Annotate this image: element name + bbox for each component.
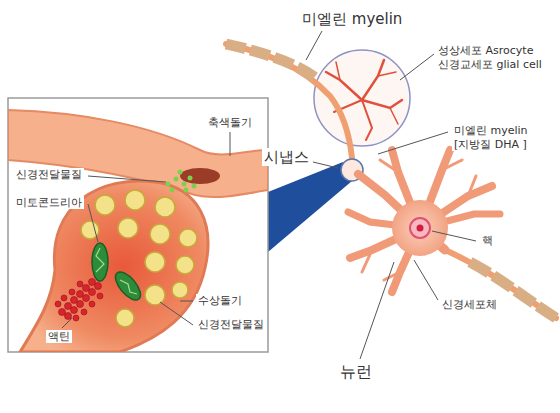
leader-lines [62,31,476,359]
part-label: 성상세포 Asrocyte [436,44,535,57]
part-label: 신경전달물질 [14,168,84,181]
mitochondria [92,243,145,304]
part-label: 액틴 [46,330,72,343]
neuron [348,150,556,318]
part-label: 핵 [480,234,495,247]
part-label: 신경전달물질 [196,318,266,331]
part-label: 신경세포체 [440,298,499,311]
astrocyte [326,60,402,140]
zoom-wedge [268,162,352,252]
part-label: 미엘린 myelin [300,10,404,28]
transmitter-dots [166,170,197,193]
myelin-sheath [226,44,318,80]
part-label: 축색돌기 [206,116,254,129]
part-label: 신경교세포 glial cell [436,58,544,71]
axon [226,44,352,158]
part-label: [지방질 DHA ] [452,138,529,151]
part-label: 시냅스 [262,148,311,166]
part-label: 미엘린 myelin [452,124,530,137]
part-label: 미토콘드리아 [14,196,84,209]
actin [55,279,103,322]
receptor-patch [180,168,220,184]
part-label: 수상돌기 [196,294,244,307]
inset-panel [8,98,268,352]
vesicles [81,190,197,327]
part-label: 뉴런 [338,362,374,381]
